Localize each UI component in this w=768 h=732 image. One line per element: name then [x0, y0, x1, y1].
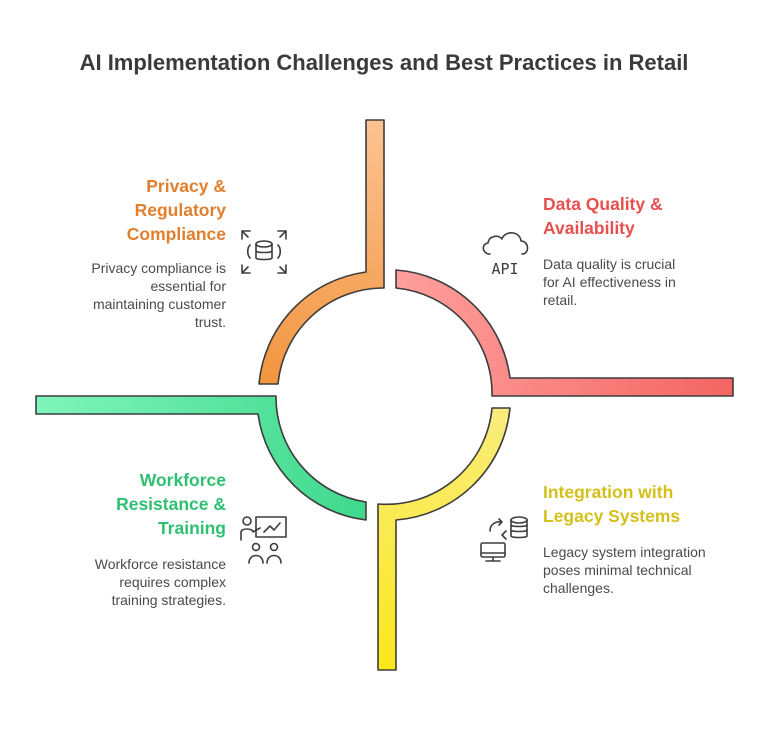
privacy-heading-line: Privacy & — [146, 176, 226, 196]
data-quality-heading: Data Quality & Availability — [543, 192, 663, 240]
privacy-heading: Privacy & Regulatory Compliance — [127, 174, 226, 246]
workforce-heading-line: Resistance & — [116, 494, 226, 514]
integration-arc-shape — [377, 407, 511, 671]
workforce-description-line: requires complex — [119, 574, 226, 590]
data-quality-heading-line: Availability — [543, 218, 635, 238]
training-group-icon — [240, 516, 287, 564]
data-quality-description: Data quality is crucial for AI effective… — [543, 255, 676, 309]
database-expand-icon — [241, 230, 287, 274]
privacy-description-line: Privacy compliance is — [91, 260, 226, 276]
data-quality-description-line: retail. — [543, 292, 578, 308]
data-quality-description-line: for AI effectiveness in — [543, 274, 676, 290]
integration-heading-line: Legacy Systems — [543, 506, 681, 526]
workforce-heading: Workforce Resistance & Training — [116, 468, 226, 540]
database-computer-sync-icon — [480, 516, 528, 562]
privacy-description-line: essential for — [150, 278, 226, 294]
workforce-arc-shape — [35, 395, 367, 521]
privacy-heading-line: Regulatory — [134, 200, 226, 220]
page-title: AI Implementation Challenges and Best Pr… — [79, 50, 689, 75]
privacy-arc-shape — [258, 119, 385, 385]
integration-heading: Integration with Legacy Systems — [543, 480, 680, 528]
workforce-description-line: training strategies. — [111, 592, 226, 608]
cloud-api-icon: API — [482, 232, 529, 278]
integration-heading-line: Integration with — [543, 482, 674, 502]
integration-description-line: challenges. — [543, 580, 614, 596]
privacy-description: Privacy compliance is essential for main… — [91, 259, 226, 331]
integration-description-line: poses minimal technical — [543, 562, 692, 578]
data-quality-arc-shape — [395, 269, 734, 397]
data-quality-heading-line: Data Quality & — [543, 194, 663, 214]
workforce-heading-line: Workforce — [139, 470, 226, 490]
data-quality-description-line: Data quality is crucial — [543, 256, 676, 272]
integration-description-line: Legacy system integration — [543, 544, 706, 560]
workforce-description: Workforce resistance requires complex tr… — [95, 555, 226, 609]
privacy-description-line: trust. — [194, 314, 226, 330]
api-icon-label: API — [491, 260, 518, 278]
workforce-description-line: Workforce resistance — [94, 556, 226, 572]
integration-description: Legacy system integration poses minimal … — [543, 543, 706, 597]
workforce-heading-line: Training — [157, 518, 226, 538]
privacy-description-line: maintaining customer — [92, 296, 226, 312]
privacy-heading-line: Compliance — [126, 224, 226, 244]
